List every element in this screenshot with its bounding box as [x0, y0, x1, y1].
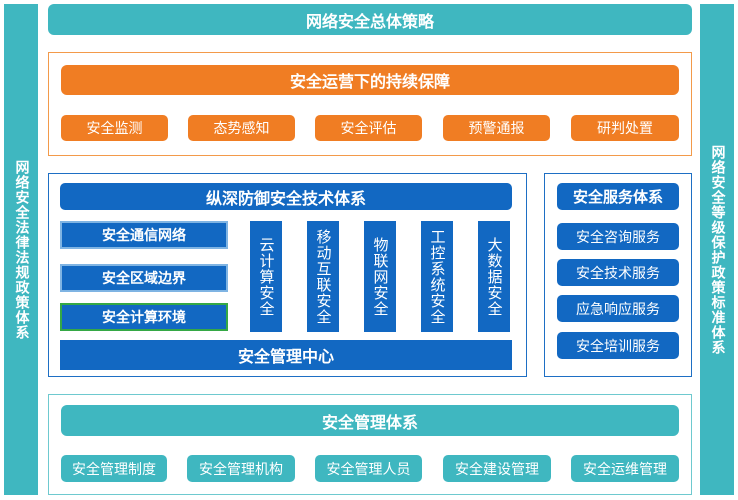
column-mobile: 移动互联安全	[307, 221, 339, 332]
mgmt-item-label: 安全建设管理	[455, 461, 539, 478]
domain-comm-network: 安全通信网络	[60, 221, 228, 249]
right-policy-label: 网络安全等级保护政策标准体系	[709, 144, 726, 355]
top-strategy-title: 网络安全总体策略	[305, 11, 434, 31]
service-consulting: 安全咨询服务	[557, 223, 679, 250]
mgmt-frame	[48, 394, 692, 495]
services-title-bar: 安全服务体系	[557, 183, 679, 210]
column-label: 移动互联安全	[314, 228, 333, 325]
mgmt-item-organization: 安全管理机构	[187, 455, 295, 482]
mgmt-item-policy: 安全管理制度	[61, 455, 167, 482]
column-cloud: 云计算安全	[250, 221, 282, 332]
services-title: 安全服务体系	[572, 188, 663, 206]
defense-title-bar: 纵深防御安全技术体系	[60, 183, 512, 210]
ops-title-bar: 安全运营下的持续保障	[61, 65, 679, 95]
service-technical: 安全技术服务	[557, 259, 679, 286]
ops-item-label: 研判处置	[597, 121, 653, 137]
domain-label: 安全计算环境	[102, 310, 186, 326]
mgmt-item-label: 安全运维管理	[583, 461, 667, 478]
ops-item-awareness: 态势感知	[188, 115, 295, 141]
mgmt-item-label: 安全管理机构	[199, 461, 283, 478]
column-iot: 物联网安全	[364, 221, 396, 332]
column-label: 工控系统安全	[428, 228, 447, 325]
service-training: 安全培训服务	[557, 332, 679, 359]
mgmt-item-personnel: 安全管理人员	[315, 455, 422, 482]
ops-item-label: 态势感知	[213, 121, 270, 137]
right-policy-bar: 网络安全等级保护政策标准体系	[700, 4, 734, 495]
ops-item-label: 安全监测	[86, 121, 143, 137]
defense-title: 纵深防御安全技术体系	[205, 188, 366, 208]
left-policy-label: 网络安全法律法规政策体系	[13, 159, 30, 340]
mgmt-title: 安全管理体系	[321, 412, 418, 432]
mgmt-title-bar: 安全管理体系	[61, 405, 679, 436]
ops-item-disposal: 研判处置	[571, 115, 679, 141]
ops-item-warning: 预警通报	[443, 115, 550, 141]
mgmt-item-construction: 安全建设管理	[443, 455, 551, 482]
domain-computing-env: 安全计算环境	[60, 303, 228, 331]
defense-frame	[48, 173, 527, 377]
domain-label: 安全区域边界	[102, 271, 186, 287]
service-label: 安全咨询服务	[576, 229, 660, 246]
domain-label: 安全通信网络	[102, 228, 186, 244]
service-label: 安全技术服务	[576, 265, 660, 282]
ops-item-label: 安全评估	[340, 121, 397, 137]
column-label: 大数据安全	[485, 236, 504, 317]
mgmt-item-label: 安全管理人员	[326, 461, 411, 478]
service-label: 安全培训服务	[576, 338, 660, 355]
mgmt-center-label: 安全管理中心	[237, 347, 334, 366]
ops-item-assessment: 安全评估	[315, 115, 422, 141]
column-label: 云计算安全	[257, 236, 276, 317]
column-bigdata: 大数据安全	[478, 221, 510, 332]
domain-area-boundary: 安全区域边界	[60, 264, 228, 292]
ops-frame	[48, 52, 692, 156]
service-emergency: 应急响应服务	[557, 295, 679, 322]
service-label: 应急响应服务	[576, 301, 660, 318]
ops-title: 安全运营下的持续保障	[289, 72, 450, 91]
mgmt-item-label: 安全管理制度	[72, 461, 156, 478]
mgmt-item-operations: 安全运维管理	[571, 455, 679, 482]
column-ics: 工控系统安全	[421, 221, 453, 332]
services-frame	[544, 173, 692, 377]
ops-item-label: 预警通报	[468, 121, 525, 137]
ops-item-monitor: 安全监测	[61, 115, 168, 141]
mgmt-center-bar: 安全管理中心	[60, 340, 512, 370]
column-label: 物联网安全	[371, 236, 390, 317]
left-policy-bar: 网络安全法律法规政策体系	[4, 4, 38, 495]
top-strategy-bar: 网络安全总体策略	[48, 4, 692, 35]
